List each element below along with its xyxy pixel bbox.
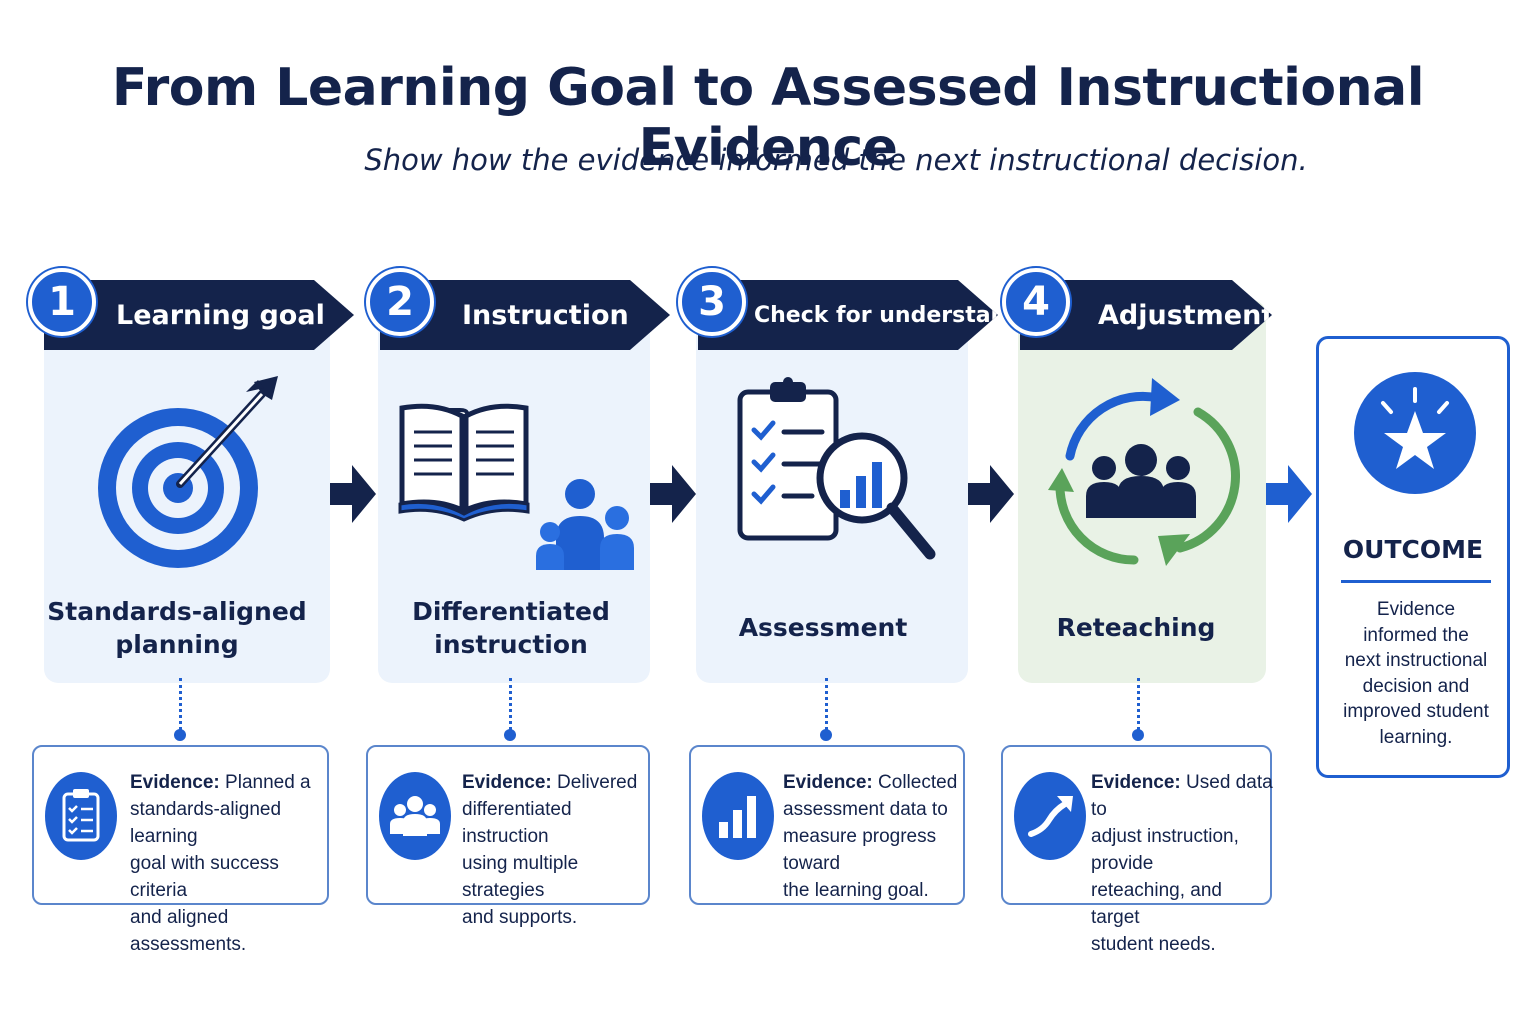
connector-1-dot — [174, 729, 186, 741]
step-3-label-line1: Assessment — [738, 613, 908, 642]
evidence-4-line4: student needs. — [1091, 934, 1216, 955]
evidence-3-line3: measure progress toward — [783, 826, 937, 874]
evidence-4-line2: adjust instruction, provide — [1091, 826, 1239, 874]
step-3-number-badge: 3 — [678, 268, 746, 336]
outcome-text: Evidence informed the next instructional… — [1329, 597, 1503, 750]
target-arrow-icon — [98, 376, 278, 568]
step-3-header: Check for understanding — [698, 280, 998, 350]
outcome-title: OUTCOME — [1342, 535, 1484, 564]
step-1-header-text: Learning goal — [116, 299, 325, 331]
evidence-4-prefix: Evidence: — [1091, 772, 1181, 793]
connector-2-dot — [504, 729, 516, 741]
star-burst-icon — [1354, 372, 1476, 494]
evidence-4-line3: reteaching, and target — [1091, 880, 1222, 928]
step-2-label: Differentiated instruction — [378, 595, 644, 661]
evidence-text-4: Evidence: Used data to adjust instructio… — [1091, 769, 1273, 958]
clipboard-checklist-icon — [45, 772, 117, 860]
step-3-label: Assessment — [696, 611, 950, 644]
checklist-magnifier-icon — [737, 377, 936, 560]
evidence-text-1: Evidence: Planned a standards-aligned le… — [130, 769, 328, 958]
connector-1 — [179, 678, 182, 730]
page-title: From Learning Goal to Assessed Instructi… — [111, 58, 1425, 178]
evidence-card-1: Evidence: Planned a standards-aligned le… — [32, 745, 329, 955]
step-4-number-badge: 4 — [1002, 268, 1070, 336]
outcome-line1: Evidence — [1376, 599, 1456, 620]
evidence-3-line4: the learning goal. — [783, 880, 929, 901]
evidence-text-3: Evidence: Collected assessment data to m… — [783, 769, 965, 904]
connector-3 — [825, 678, 828, 730]
step-1-number-badge: 1 — [28, 268, 96, 336]
evidence-1-prefix: Evidence: — [130, 772, 220, 793]
evidence-3-line2: assessment data to — [783, 799, 948, 820]
outcome-line2: informed the — [1363, 624, 1469, 646]
evidence-card-3: Evidence: Collected assessment data to m… — [689, 745, 965, 905]
evidence-2-line2: differentiated instruction — [462, 799, 572, 847]
connector-4-dot — [1132, 729, 1144, 741]
group-icon — [379, 772, 451, 860]
evidence-text-2: Evidence: Delivered differentiated instr… — [462, 769, 650, 931]
outcome-line4: decision and — [1362, 675, 1470, 697]
outcome-line3: next instructional — [1344, 650, 1488, 671]
evidence-1-line4: and aligned assessments. — [130, 907, 247, 955]
flow-arrow-4-icon — [1266, 465, 1312, 523]
outcome-divider — [1341, 580, 1491, 583]
open-book-people-icon — [398, 403, 634, 570]
flow-arrow-2-icon — [650, 465, 696, 523]
step-1-label-line1: Standards-aligned — [47, 597, 307, 626]
connector-2 — [509, 678, 512, 730]
cycle-people-icon — [1048, 378, 1240, 566]
flow-arrow-3-icon — [968, 465, 1014, 523]
outcome-line6: learning. — [1379, 726, 1453, 748]
step-1-header: Learning goal — [44, 280, 354, 350]
step-2-label-line2: instruction — [434, 630, 588, 659]
step-4-header-text: Adjustment — [1098, 299, 1275, 331]
evidence-2-prefix: Evidence: — [462, 772, 552, 793]
evidence-3-prefix: Evidence: — [783, 772, 873, 793]
evidence-2-line1: Delivered — [557, 772, 638, 793]
step-4-label: Reteaching — [1018, 611, 1254, 644]
page-subtitle: Show how the evidence informed the next … — [364, 143, 1308, 177]
outcome-line5: improved student — [1343, 701, 1489, 722]
step-1-label: Standards-aligned planning — [44, 595, 310, 661]
evidence-1-line1: Planned a — [225, 772, 311, 793]
evidence-2-line3: using multiple strategies — [462, 853, 579, 901]
step-1-label-line2: planning — [115, 630, 239, 659]
evidence-1-line2: standards-aligned learning — [130, 799, 282, 847]
trend-arrow-icon — [1014, 772, 1086, 860]
connector-4 — [1137, 678, 1140, 730]
step-2-header-text: Instruction — [462, 299, 629, 331]
bar-chart-icon — [702, 772, 774, 860]
outcome-box: OUTCOME Evidence informed the next instr… — [1316, 336, 1510, 778]
evidence-2-line4: and supports. — [462, 907, 578, 928]
connector-3-dot — [820, 729, 832, 741]
evidence-1-line3: goal with success criteria — [130, 853, 279, 901]
step-2-label-line1: Differentiated — [412, 597, 610, 626]
step-4-label-line1: Reteaching — [1056, 613, 1216, 642]
evidence-card-4: Evidence: Used data to adjust instructio… — [1001, 745, 1273, 955]
evidence-3-line1: Collected — [878, 772, 958, 793]
evidence-card-2: Evidence: Delivered differentiated instr… — [366, 745, 650, 928]
evidence-4-line1: Used data to — [1091, 772, 1273, 820]
step-2-number-badge: 2 — [366, 268, 434, 336]
flow-arrow-1-icon — [330, 465, 376, 523]
